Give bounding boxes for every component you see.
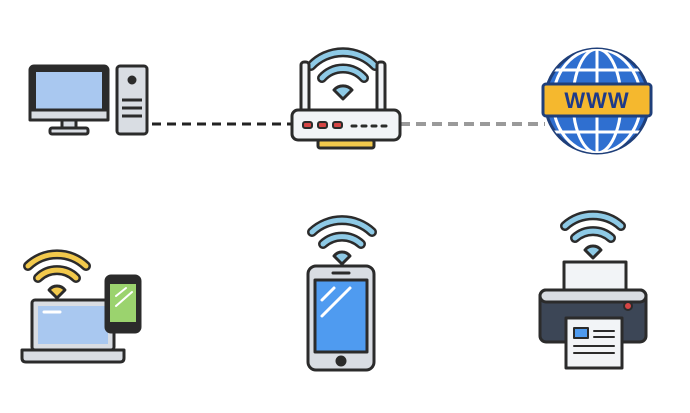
smartphone-icon <box>306 215 377 372</box>
wifi-router-icon <box>290 47 402 150</box>
printer-icon <box>538 210 648 370</box>
desktop-computer-icon <box>28 64 149 136</box>
globe-icon: WWW <box>541 47 653 155</box>
laptop-phone-icon <box>20 249 142 364</box>
globe-label: WWW <box>564 88 629 113</box>
